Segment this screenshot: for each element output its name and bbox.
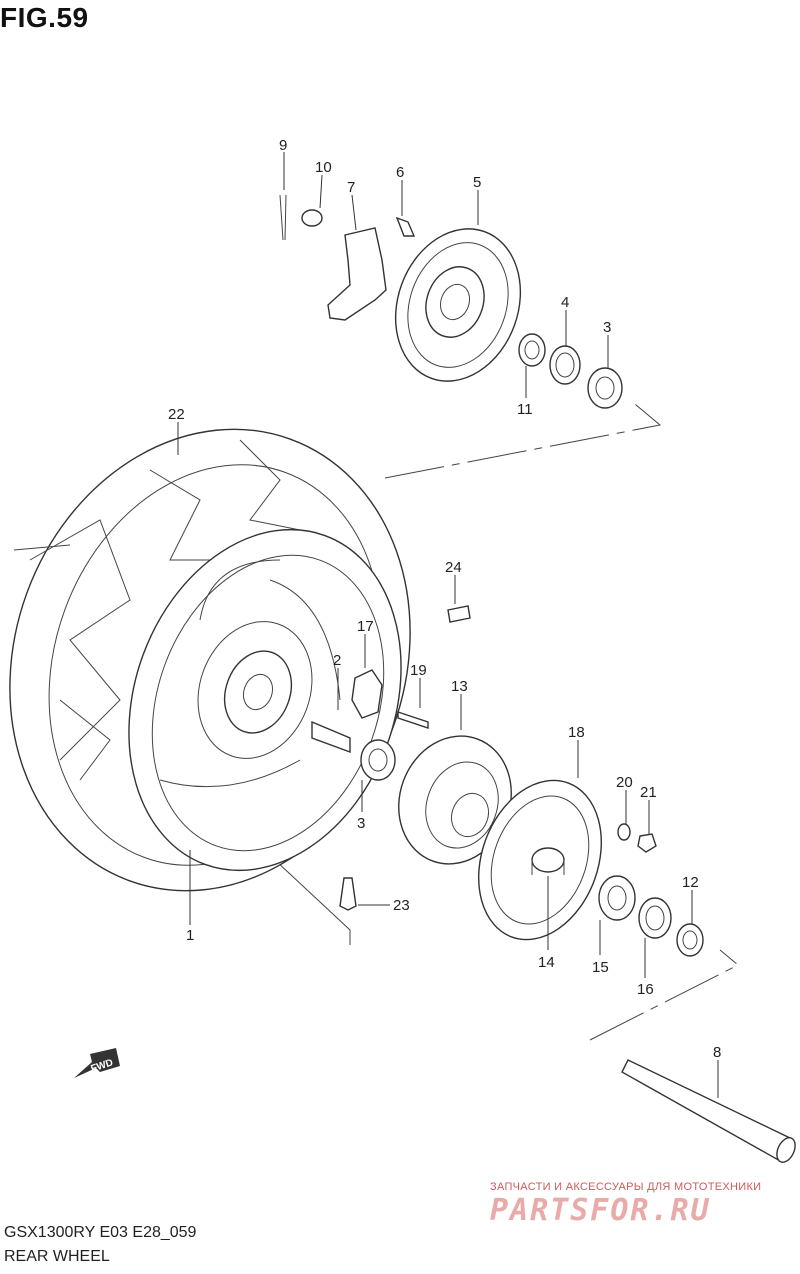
collar-14 xyxy=(531,847,565,875)
part-label-10: 10 xyxy=(315,159,332,176)
leader-lines xyxy=(177,152,719,1098)
part-label-8: 8 xyxy=(713,1044,721,1061)
bearing-15 xyxy=(598,875,636,921)
part-label-24: 24 xyxy=(445,559,462,576)
cotter-pin xyxy=(279,194,287,241)
part-label-6: 6 xyxy=(396,164,404,181)
bolt-6 xyxy=(395,216,416,237)
model-code: GSX1300RY E03 E28_059 xyxy=(4,1224,197,1241)
part-label-7: 7 xyxy=(347,179,355,196)
watermark-tagline: ЗАПЧАСТИ И АКСЕССУАРЫ ДЛЯ МОТОТЕХНИКИ xyxy=(490,1181,762,1193)
part-label-15: 15 xyxy=(592,959,609,976)
caliper-bracket xyxy=(327,227,387,321)
dust-seal-upper xyxy=(549,345,581,385)
part-label-22: 22 xyxy=(168,406,185,423)
tire-valve xyxy=(339,877,357,911)
bearing-upper xyxy=(587,367,623,409)
assembly-line-lower xyxy=(589,949,739,1041)
bearing-lower-left xyxy=(360,739,396,781)
part-label-4: 4 xyxy=(561,294,569,311)
part-label-3-lower: 3 xyxy=(357,815,365,832)
part-label-23: 23 xyxy=(393,897,410,914)
part-label-19: 19 xyxy=(410,662,427,679)
washer-20 xyxy=(617,823,631,841)
page-caption: REAR WHEEL xyxy=(4,1248,110,1265)
part-label-20: 20 xyxy=(616,774,633,791)
part-label-13: 13 xyxy=(451,678,468,695)
part-label-12: 12 xyxy=(682,874,699,891)
part-label-14: 14 xyxy=(538,954,555,971)
assembly-line-upper xyxy=(384,399,662,479)
part-label-1: 1 xyxy=(186,927,194,944)
rear-wheel-rim xyxy=(128,528,402,872)
part-label-11: 11 xyxy=(517,401,533,418)
collar-lower-left xyxy=(311,720,351,754)
part-label-3-upper: 3 xyxy=(603,319,611,336)
nut-21 xyxy=(637,833,657,853)
part-label-5: 5 xyxy=(473,174,481,191)
brake-disc xyxy=(394,228,522,382)
balance-weight xyxy=(447,605,471,623)
nut-10 xyxy=(301,209,323,227)
part-label-21: 21 xyxy=(640,784,657,801)
bolt-19 xyxy=(397,711,429,729)
part-label-17: 17 xyxy=(357,618,374,635)
part-label-18: 18 xyxy=(568,724,585,741)
forward-arrow-icon: FWD xyxy=(74,1048,120,1078)
dust-seal-16 xyxy=(638,897,672,939)
spacer-upper xyxy=(518,333,546,367)
rear-axle xyxy=(621,1059,796,1164)
part-label-9: 9 xyxy=(279,137,287,154)
hub-cushion xyxy=(351,669,383,719)
figure-title: FIG.59 xyxy=(0,2,89,33)
spacer-12 xyxy=(676,923,704,957)
part-label-2: 2 xyxy=(333,652,341,669)
part-label-16: 16 xyxy=(637,981,654,998)
watermark-logo: PARTSFOR.RU xyxy=(490,1193,711,1228)
